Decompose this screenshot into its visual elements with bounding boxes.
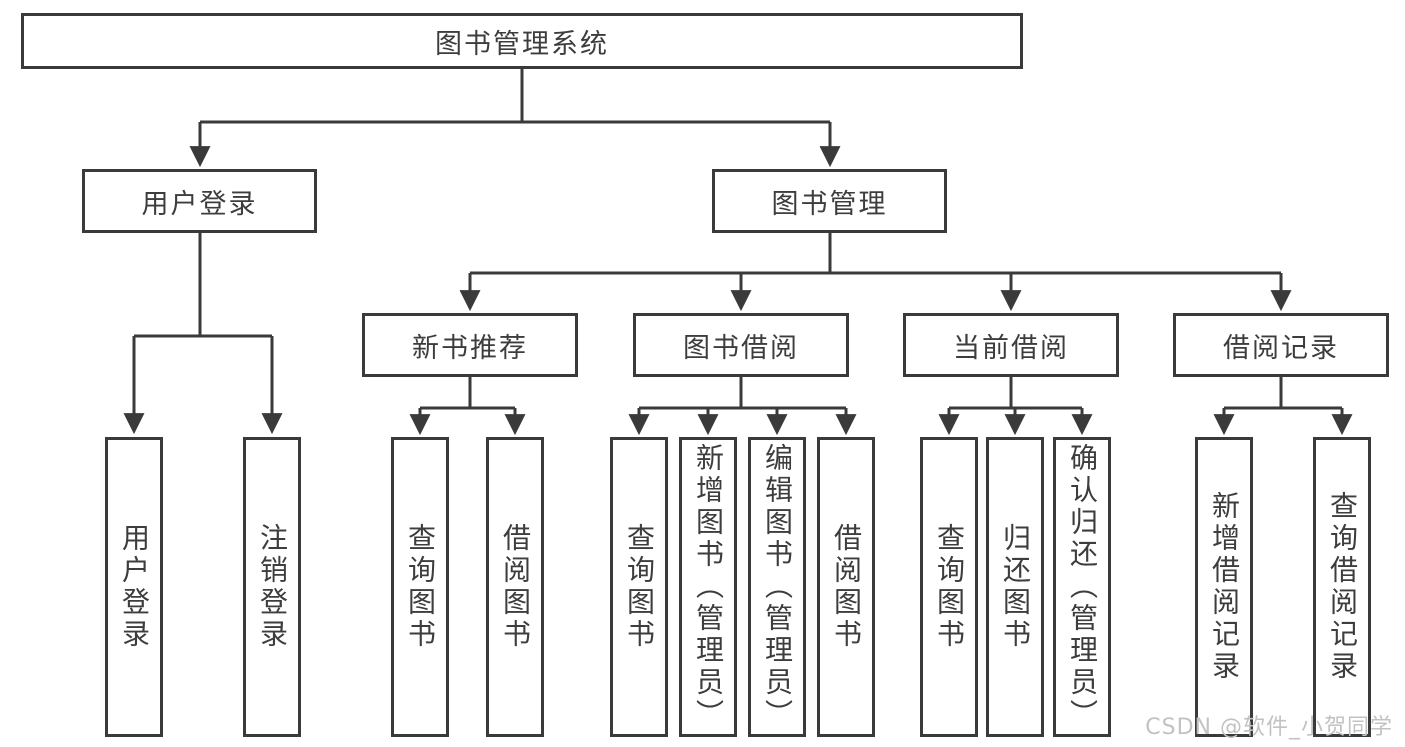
leaf-bb-borrow-book-label: 借阅图书: [830, 523, 863, 651]
leaf-bb-add-book-admin: 新增图书（管理员）: [679, 437, 737, 737]
leaf-nr-borrow-book-label: 借阅图书: [499, 523, 532, 651]
connector-user-login-trunk: [134, 233, 272, 338]
leaf-cb-query-book-label: 查询图书: [933, 523, 966, 651]
connector-book-mgmt-trunk: [470, 233, 1281, 275]
node-new-book-rec-label: 新书推荐: [412, 332, 528, 364]
leaf-bb-edit-book-admin: 编辑图书（管理员）: [748, 437, 806, 737]
node-user-login-label: 用户登录: [141, 188, 258, 220]
leaf-logout-label: 注销登录: [256, 523, 289, 651]
node-book-mgmt-label: 图书管理: [771, 188, 888, 220]
leaf-bb-edit-book-admin-label: 编辑图书（管理员）: [761, 443, 794, 731]
node-new-book-rec: 新书推荐: [362, 313, 578, 377]
leaf-nr-borrow-book: 借阅图书: [486, 437, 544, 737]
leaf-user-login-label: 用户登录: [118, 523, 151, 651]
leaf-br-add-record: 新增借阅记录: [1195, 437, 1253, 737]
leaf-logout: 注销登录: [243, 437, 301, 737]
leaf-cb-query-book: 查询图书: [920, 437, 978, 737]
leaf-br-query-record: 查询借阅记录: [1313, 437, 1371, 737]
node-current-borrow-label: 当前借阅: [953, 332, 1069, 364]
node-root-label: 图书管理系统: [435, 28, 609, 60]
node-user-login: 用户登录: [82, 169, 317, 233]
node-current-borrow: 当前借阅: [903, 313, 1119, 377]
connector-borrow-record-trunk: [1224, 377, 1342, 410]
csdn-watermark: CSDN @软件_小贺同学: [1145, 715, 1393, 740]
leaf-cb-return-book: 归还图书: [986, 437, 1044, 737]
connector-root-trunk: [200, 69, 830, 124]
connector-book-borrow-trunk: [639, 377, 846, 410]
leaf-bb-query-book: 查询图书: [610, 437, 668, 737]
leaf-user-login: 用户登录: [105, 437, 163, 737]
leaf-bb-query-book-label: 查询图书: [623, 523, 656, 651]
node-borrow-record: 借阅记录: [1173, 313, 1389, 377]
leaf-br-add-record-label: 新增借阅记录: [1208, 491, 1241, 683]
leaf-cb-confirm-return-admin: 确认归还（管理员）: [1053, 437, 1111, 737]
leaf-nr-query-book-label: 查询图书: [404, 523, 437, 651]
leaf-bb-add-book-admin-label: 新增图书（管理员）: [692, 443, 725, 731]
connector-current-borrow-trunk: [949, 377, 1082, 410]
node-borrow-record-label: 借阅记录: [1223, 332, 1339, 364]
node-root-system: 图书管理系统: [21, 13, 1023, 69]
leaf-cb-confirm-return-admin-label: 确认归还（管理员）: [1066, 443, 1099, 731]
leaf-cb-return-book-label: 归还图书: [999, 523, 1032, 651]
connector-new-book-rec-trunk: [420, 377, 515, 410]
leaf-br-query-record-label: 查询借阅记录: [1326, 491, 1359, 683]
leaf-nr-query-book: 查询图书: [391, 437, 449, 737]
node-book-mgmt: 图书管理: [712, 169, 947, 233]
node-book-borrow-label: 图书借阅: [683, 332, 799, 364]
leaf-bb-borrow-book: 借阅图书: [817, 437, 875, 737]
node-book-borrow: 图书借阅: [633, 313, 849, 377]
